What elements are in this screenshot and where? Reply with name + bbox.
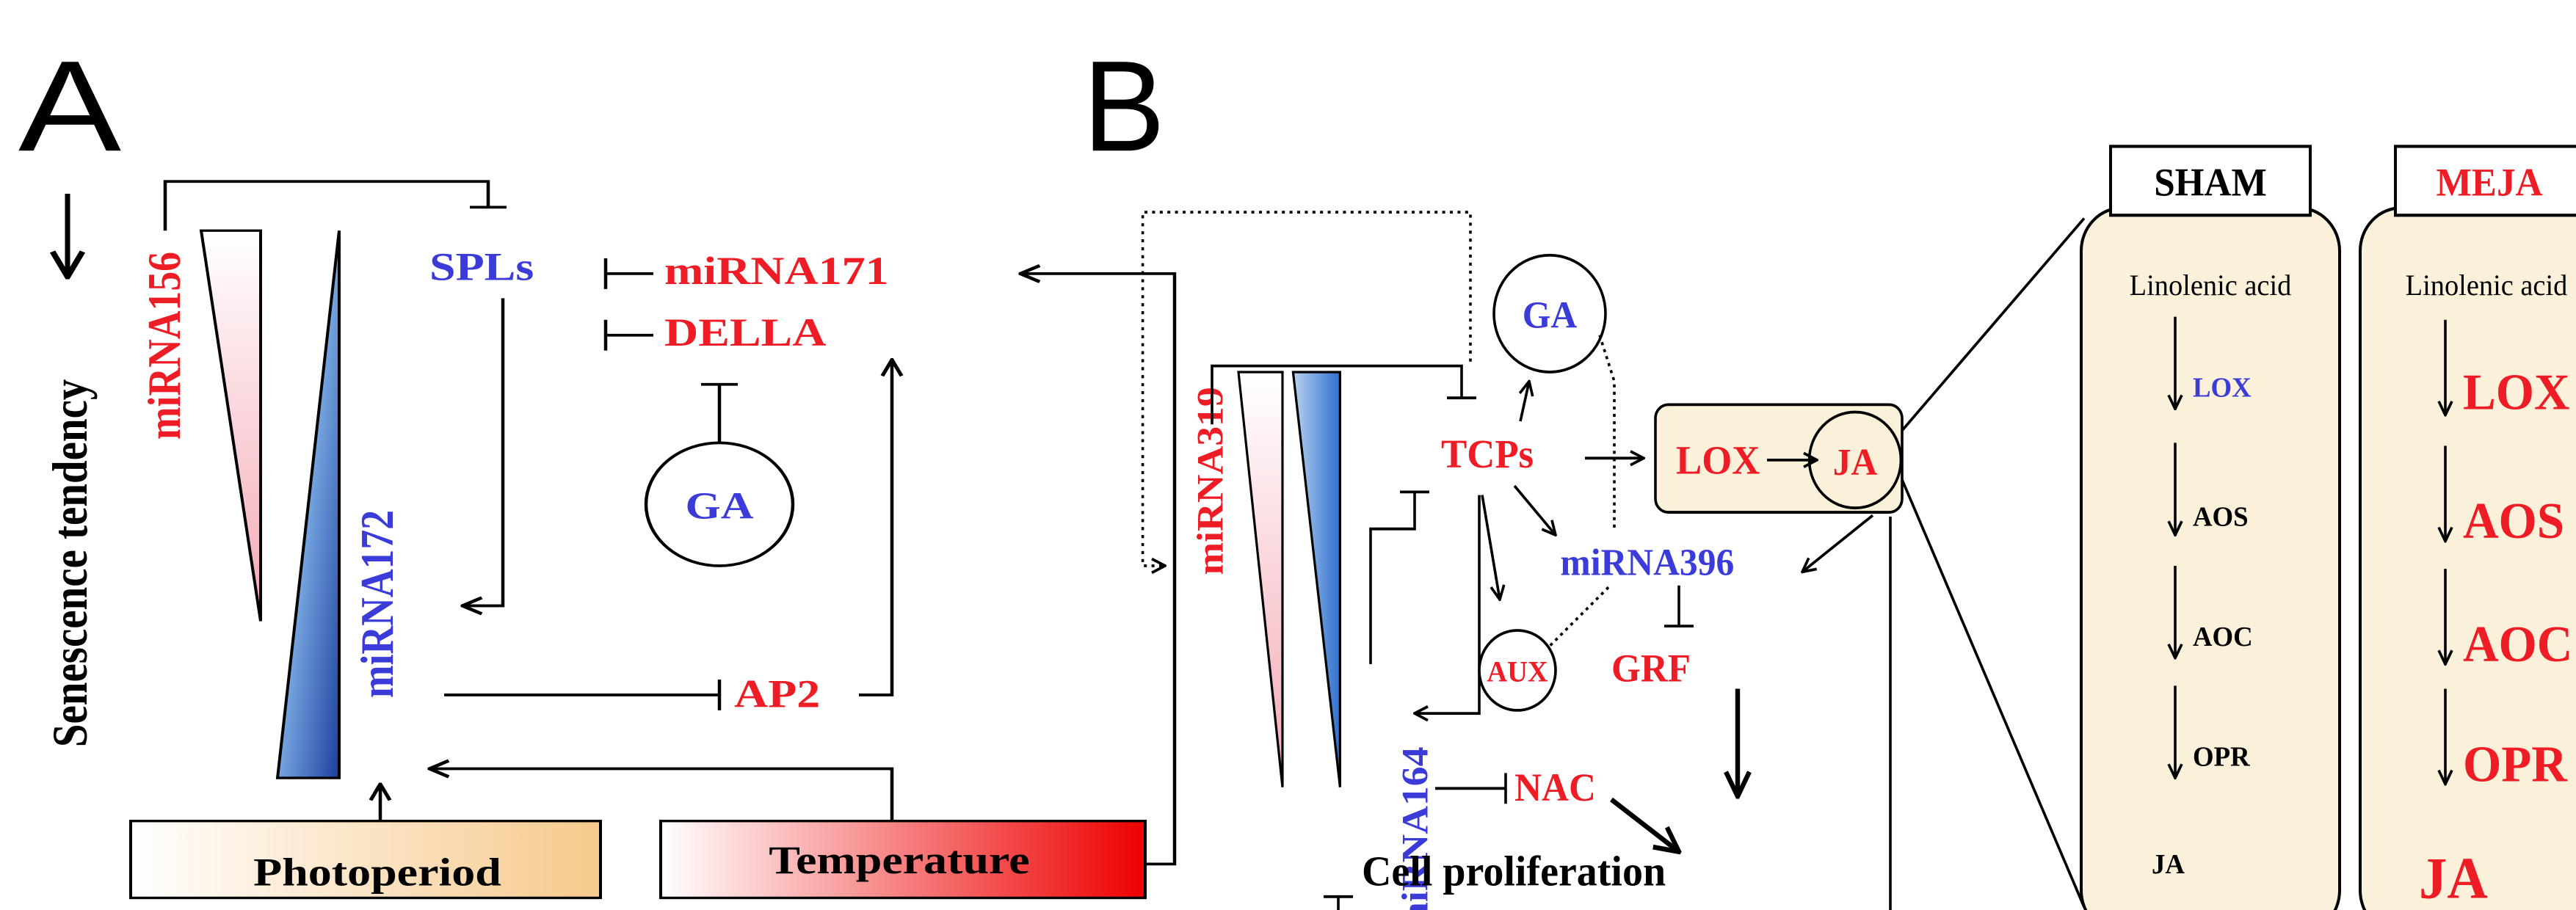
panel-a: A Senescence tendency miRNA156 miRNA172 SPLs… xyxy=(18,34,1177,900)
spls-label: SPLs xyxy=(429,244,534,288)
zoom-line-bottom xyxy=(1901,478,2086,908)
sham-header-box xyxy=(2109,145,2312,217)
mirna172-label: miRNA172 xyxy=(351,510,404,698)
mirna396-aux-dotted xyxy=(1542,586,1610,653)
ga-label-b: GA xyxy=(1523,294,1578,336)
ja-activate-mirna396 xyxy=(1802,514,1874,572)
grf-label: GRF xyxy=(1611,647,1691,690)
mirna156-inhibit-spls xyxy=(163,180,490,231)
tcps-activate-ga xyxy=(1520,382,1529,422)
ga-dotted-link xyxy=(1598,335,1616,529)
ja-circle xyxy=(1807,410,1903,510)
mirna319-gradient-triangle xyxy=(1237,371,1284,787)
sham-step-aos: AOS xyxy=(2193,501,2249,533)
tcps-activate-aux xyxy=(1481,495,1500,600)
mirna172-gradient-triangle xyxy=(275,230,341,779)
ap2-label: AP2 xyxy=(734,672,820,716)
photoperiod-rect xyxy=(129,820,602,900)
meja-step-lox: LOX xyxy=(2463,363,2570,421)
spls-activate-mirna172 xyxy=(462,298,505,605)
senescence-label: Senescence tendency xyxy=(42,379,98,748)
temperature-rect xyxy=(659,820,1147,900)
nac-activate-cell-proliferation xyxy=(1610,797,1679,851)
aux-circle xyxy=(1478,629,1557,712)
meja-linolenic: Linolenic acid xyxy=(2406,269,2568,302)
ga-circle-b xyxy=(1492,253,1607,374)
sham-step-aoc: AOC xyxy=(2193,621,2253,652)
aux-label: AUX xyxy=(1487,655,1548,688)
ja-label-b: JA xyxy=(1833,441,1878,483)
mirna319-label: miRNA319 xyxy=(1189,387,1231,575)
cell-proliferation-label: Cell proliferation xyxy=(1362,848,1666,895)
meja-step-ja-product: JA xyxy=(2419,846,2488,910)
sham-step-lox: LOX xyxy=(2193,372,2252,404)
temperature-label: Temperature xyxy=(769,838,1029,882)
tcps-activate-mirna396 xyxy=(1513,484,1556,535)
mirna171-label: miRNA171 xyxy=(664,249,889,293)
mirna164-label: miRNA164 xyxy=(1395,747,1437,910)
panel-b-letter: B xyxy=(1083,34,1165,178)
ga-label: GA xyxy=(686,485,754,527)
mirna164-gradient-triangle xyxy=(1291,371,1342,787)
sham-linolenic: Linolenic acid xyxy=(2130,269,2292,302)
nac-label: NAC xyxy=(1514,766,1596,809)
mirna396-label: miRNA396 xyxy=(1560,541,1734,583)
sham-panel xyxy=(2080,206,2341,910)
lox-label: LOX xyxy=(1676,437,1760,482)
meja-step-aos: AOS xyxy=(2463,492,2564,550)
sham-step-opr: OPR xyxy=(2193,741,2250,773)
tcps-activate-mirna164 xyxy=(1415,495,1481,713)
mirna319-inhibit-tcps xyxy=(1211,364,1463,425)
tcps-label: TCPs xyxy=(1441,432,1534,476)
meja-step-aoc: AOC xyxy=(2463,615,2572,672)
photoperiod-label: Photoperiod xyxy=(253,851,501,895)
temperature-activate-mirna171 xyxy=(1020,274,1177,866)
della-label: DELLA xyxy=(664,310,827,354)
meja-panel xyxy=(2359,206,2576,910)
sham-step-ja-product: JA xyxy=(2152,848,2185,880)
meja-step-opr: OPR xyxy=(2463,735,2568,793)
mirna156-label: miRNA156 xyxy=(138,252,191,440)
meja-header: MEJA xyxy=(2436,161,2542,204)
meja-header-box xyxy=(2394,145,2576,217)
sham-header: SHAM xyxy=(2154,161,2267,204)
temperature-activate-mirna172 xyxy=(429,769,894,821)
ap2-activate-della xyxy=(859,360,892,696)
ja-inhibit-cell-proliferation xyxy=(1337,516,1892,910)
ga-circle xyxy=(644,441,795,567)
mirna156-gradient-triangle xyxy=(199,229,262,622)
mirna164-inhibit-tcps xyxy=(1369,492,1416,665)
panel-b: B miRNA319 miRNA164 GA TCPs LOX JA miRNA396AUX… xyxy=(1083,34,2576,910)
panel-a-letter: A xyxy=(18,34,121,178)
zoom-line-top xyxy=(1901,217,2086,432)
